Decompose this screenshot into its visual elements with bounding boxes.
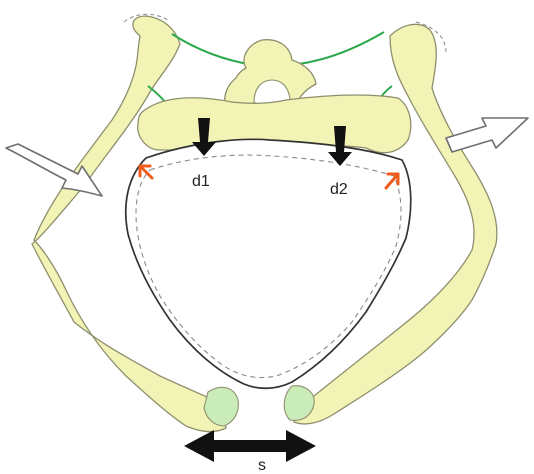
hollow-double-arrow-icon (446, 118, 528, 152)
label-d2: d2 (330, 181, 348, 198)
label-d1: d1 (192, 173, 210, 190)
double-headed-arrow-icon (184, 430, 316, 462)
label-s: s (258, 457, 266, 474)
pelvic-brim (126, 139, 411, 388)
